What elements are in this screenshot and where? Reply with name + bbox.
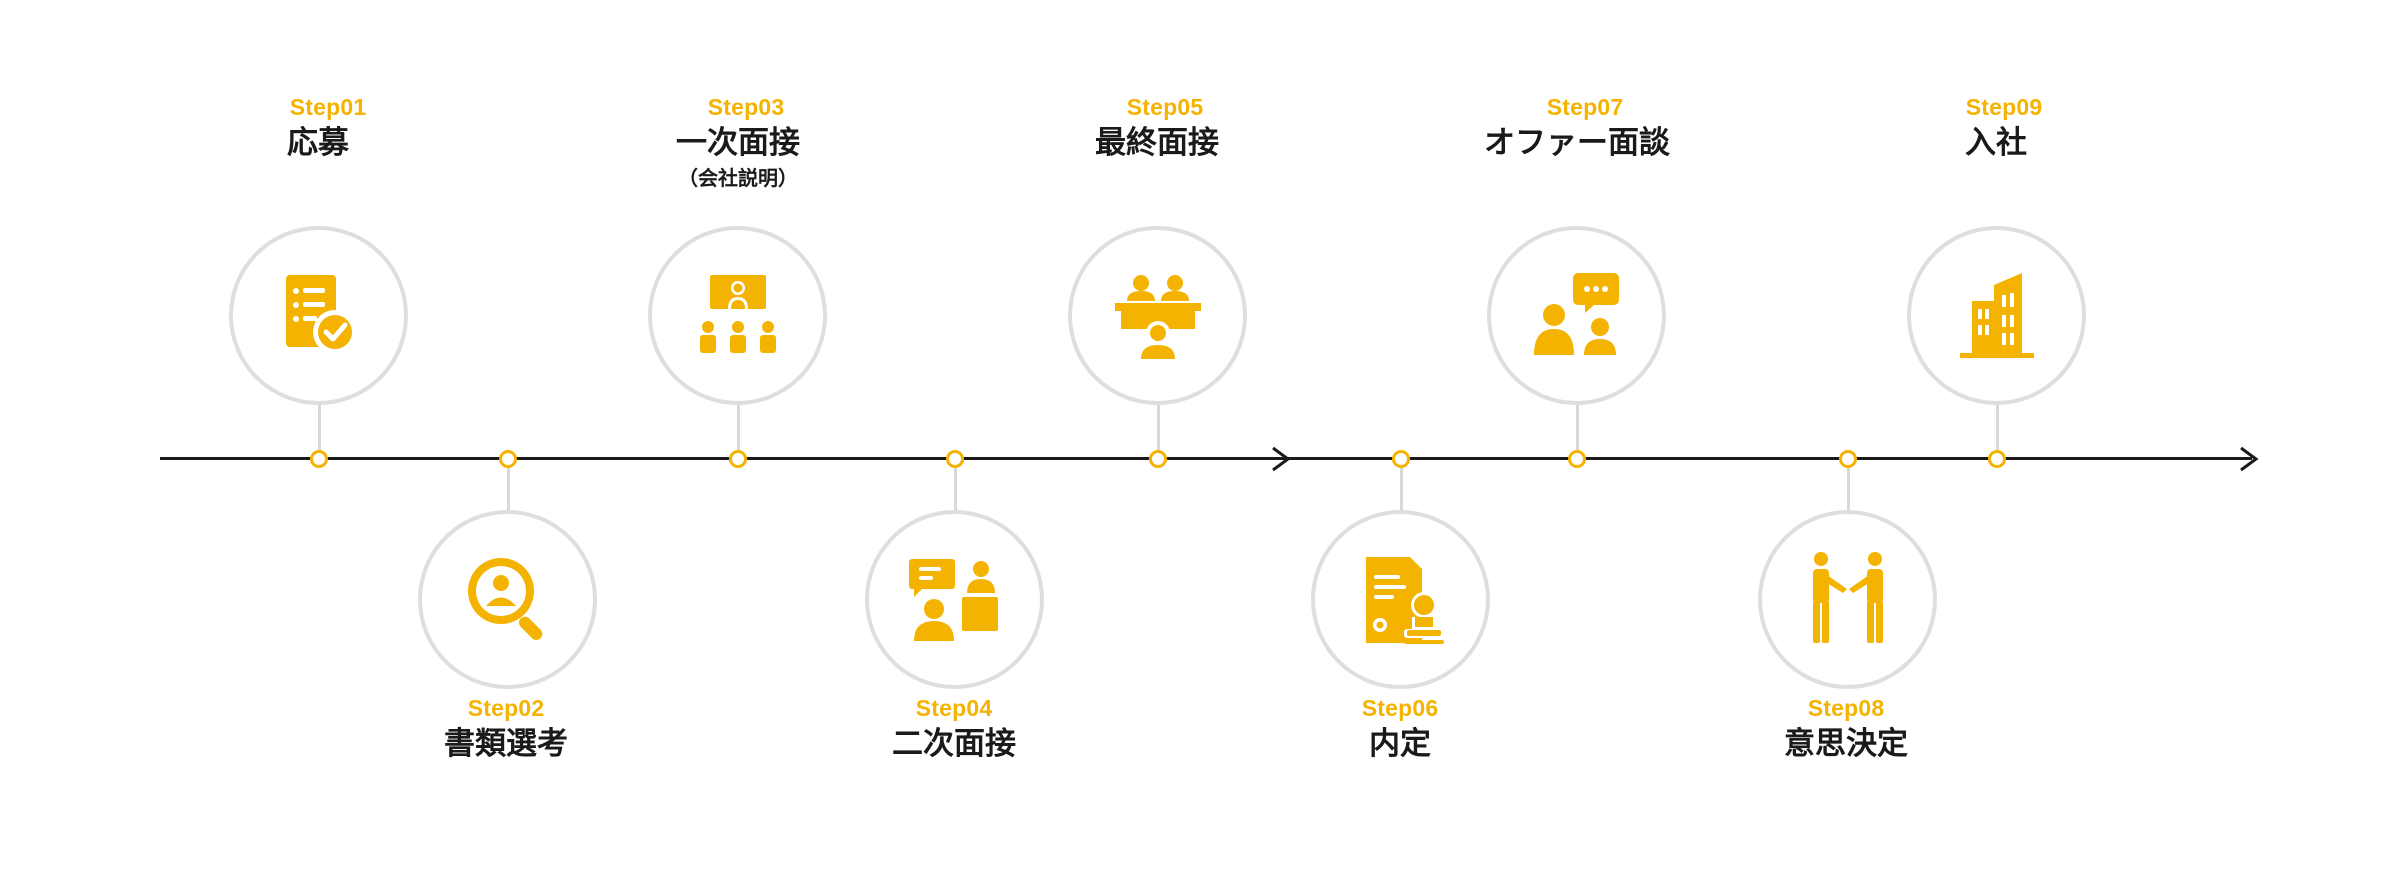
step-08-icon-circle — [1758, 510, 1937, 689]
step-code: Step05 — [1126, 94, 1204, 120]
step-code: Step07 — [1546, 94, 1624, 120]
timeline-line-right — [1285, 457, 2252, 460]
step-02-label: Step02 書類選考 — [356, 693, 656, 765]
handshake-icon — [1812, 551, 1883, 643]
step-06-icon-circle — [1311, 510, 1490, 689]
step-02-dot — [499, 450, 517, 468]
step-04-label: Step04 二次面接 — [804, 693, 1104, 765]
timeline-line-left — [160, 457, 1285, 460]
step-title: 入社 — [1965, 125, 2027, 161]
step-code: Step08 — [1807, 695, 1885, 721]
step-title: 最終面接 — [1095, 125, 1219, 161]
interview-panel-icon — [1114, 274, 1201, 359]
step-03-icon-circle — [648, 226, 827, 405]
magnifier-person-icon — [467, 557, 542, 640]
step-title: 二次面接 — [892, 726, 1016, 762]
document-check-icon — [285, 274, 357, 354]
step-05-dot — [1149, 450, 1167, 468]
step-08-dot — [1839, 450, 1857, 468]
connector — [1157, 402, 1160, 452]
step-subtitle: （会社説明） — [678, 166, 798, 190]
step-02-icon-circle — [418, 510, 597, 689]
connector — [1576, 402, 1579, 452]
step-07-icon-circle — [1487, 226, 1666, 405]
step-04-dot — [946, 450, 964, 468]
step-03-dot — [729, 450, 747, 468]
step-title: 内定 — [1369, 726, 1431, 762]
presentation-audience-icon — [699, 274, 776, 353]
connector — [1847, 468, 1850, 512]
step-code: Step03 — [707, 94, 785, 120]
step-05-icon-circle — [1068, 226, 1247, 405]
arrow-head-icon — [2240, 446, 2259, 472]
step-title: オファー面談 — [1484, 125, 1670, 161]
step-09-icon-circle — [1907, 226, 2086, 405]
interview-chat-icon — [908, 558, 998, 641]
connector — [1400, 468, 1403, 512]
document-stamp-icon — [1365, 556, 1444, 644]
step-01-label: Step01 応募 — [168, 92, 468, 164]
step-01-icon-circle — [229, 226, 408, 405]
connector — [318, 402, 321, 452]
step-07-label: Step07 オファー面談 — [1427, 92, 1727, 164]
step-08-label: Step08 意思決定 — [1696, 693, 1996, 765]
step-code: Step01 — [289, 94, 367, 120]
step-code: Step04 — [915, 695, 993, 721]
step-01-dot — [310, 450, 328, 468]
building-icon — [1959, 272, 2034, 358]
step-09-label: Step09 入社 — [1846, 92, 2146, 164]
step-06-label: Step06 内定 — [1250, 693, 1550, 765]
step-09-dot — [1988, 450, 2006, 468]
step-06-dot — [1392, 450, 1410, 468]
step-code: Step06 — [1361, 695, 1439, 721]
step-title: 意思決定 — [1784, 726, 1908, 762]
chat-meeting-icon — [1533, 272, 1619, 355]
step-code: Step02 — [467, 695, 545, 721]
step-04-icon-circle — [865, 510, 1044, 689]
step-code: Step09 — [1965, 94, 2043, 120]
step-05-label: Step05 最終面接 — [1007, 92, 1307, 164]
step-title: 応募 — [287, 125, 349, 161]
step-07-dot — [1568, 450, 1586, 468]
connector — [507, 468, 510, 512]
step-title: 一次面接 — [676, 125, 800, 161]
connector — [737, 402, 740, 452]
step-title: 書類選考 — [444, 726, 568, 762]
step-03-label: Step03 一次面接 （会社説明） — [588, 92, 888, 192]
connector — [954, 468, 957, 512]
connector — [1996, 402, 1999, 452]
